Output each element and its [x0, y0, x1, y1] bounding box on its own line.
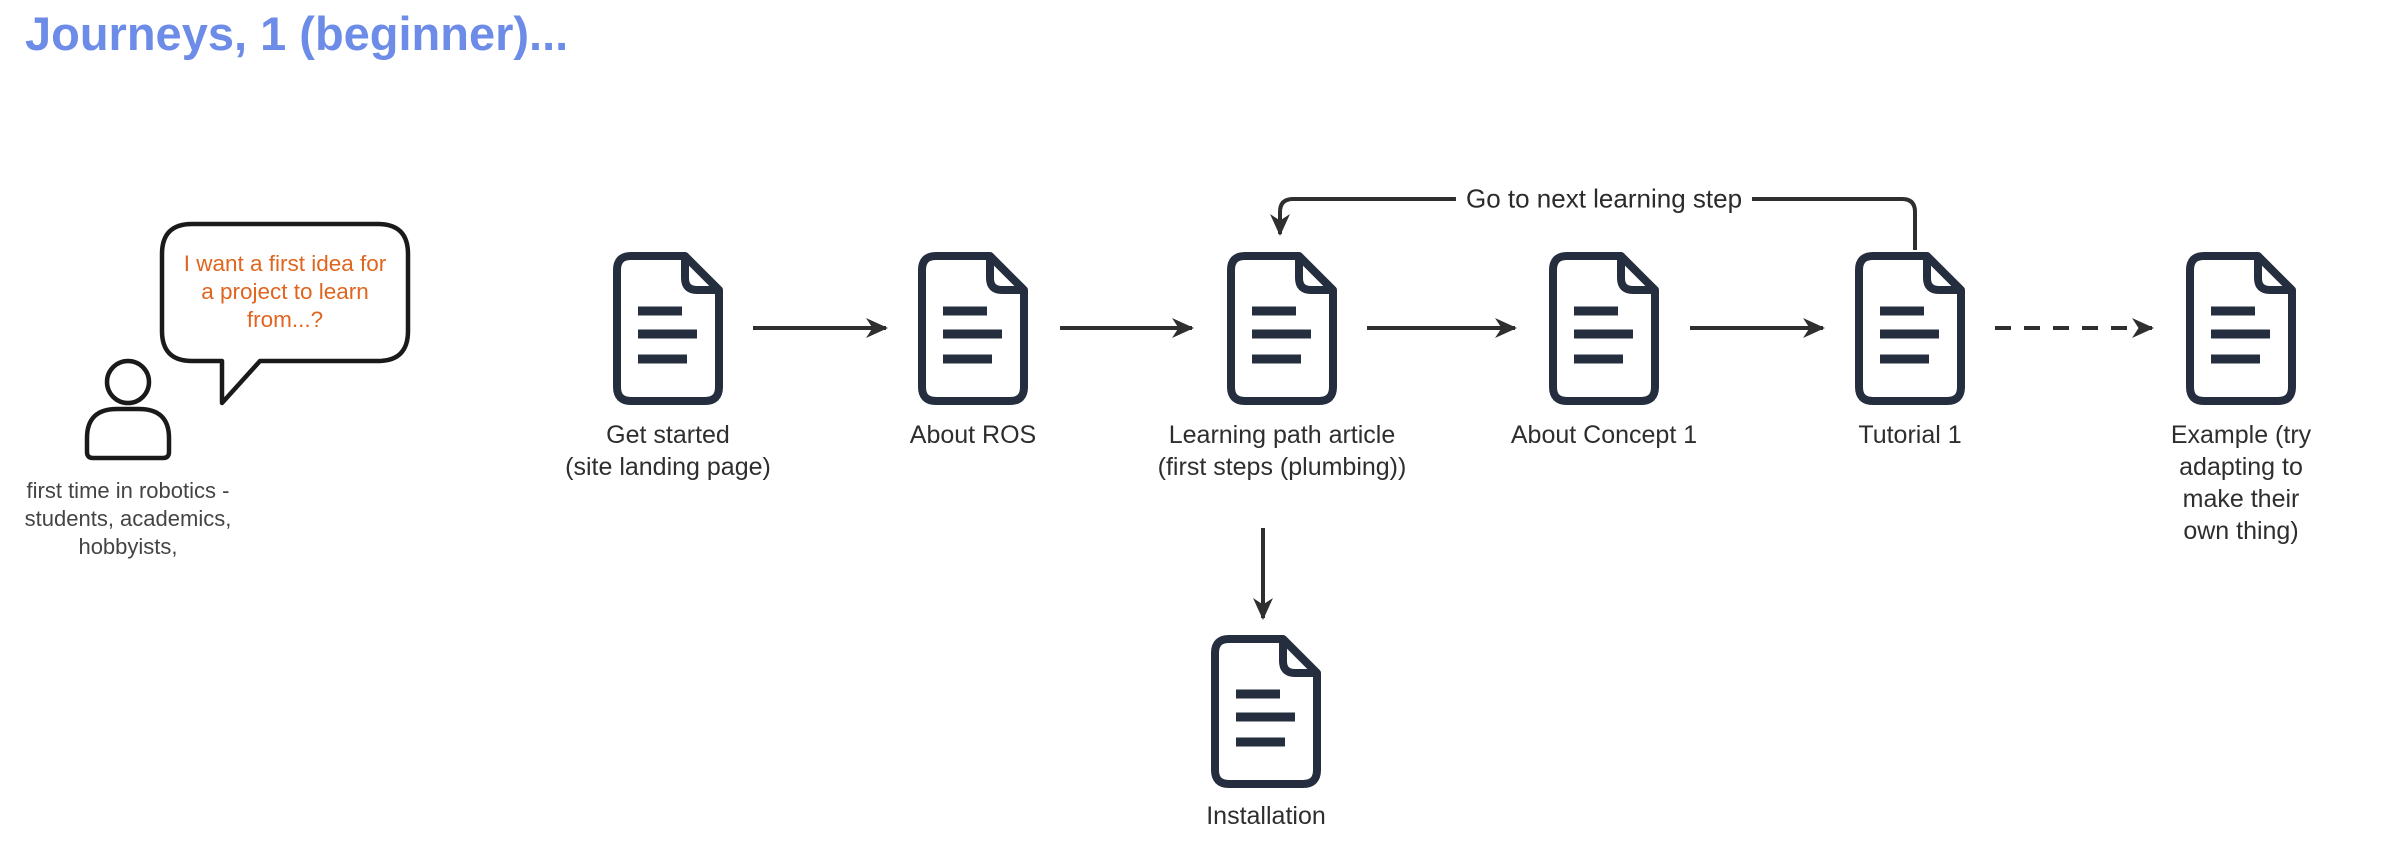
step-label-about-concept-1: About Concept 1 [1510, 421, 1698, 449]
step-label-tutorial-1: Tutorial 1 [1858, 421, 1962, 449]
document-icon-learning-path-article [1231, 256, 1333, 401]
speech-bubble-text: I want a first idea for a project to lea… [183, 251, 387, 332]
document-icon-tutorial-1 [1859, 256, 1961, 401]
document-icon-get-started [617, 256, 719, 401]
step-label-example: Example (try adapting to make their own … [2170, 421, 2312, 545]
step-label-about-ros: About ROS [909, 421, 1037, 449]
document-icon-about-concept-1 [1553, 256, 1655, 401]
persona-description: first time in robotics - students, acade… [24, 478, 232, 559]
document-icon-installation [1215, 639, 1317, 784]
person-icon [84, 358, 172, 461]
step-label-learning-path-article: Learning path article (first steps (plum… [1157, 421, 1407, 481]
step-label-get-started: Get started (site landing page) [565, 421, 771, 481]
speech-bubble [159, 221, 411, 406]
document-icon-example [2190, 256, 2292, 401]
document-icon-about-ros [922, 256, 1024, 401]
step-label-installation: Installation [1206, 802, 1326, 830]
loop-arrow-label: Go to next learning step [1455, 182, 1753, 216]
page-title: Journeys, 1 (beginner)... [25, 7, 569, 60]
